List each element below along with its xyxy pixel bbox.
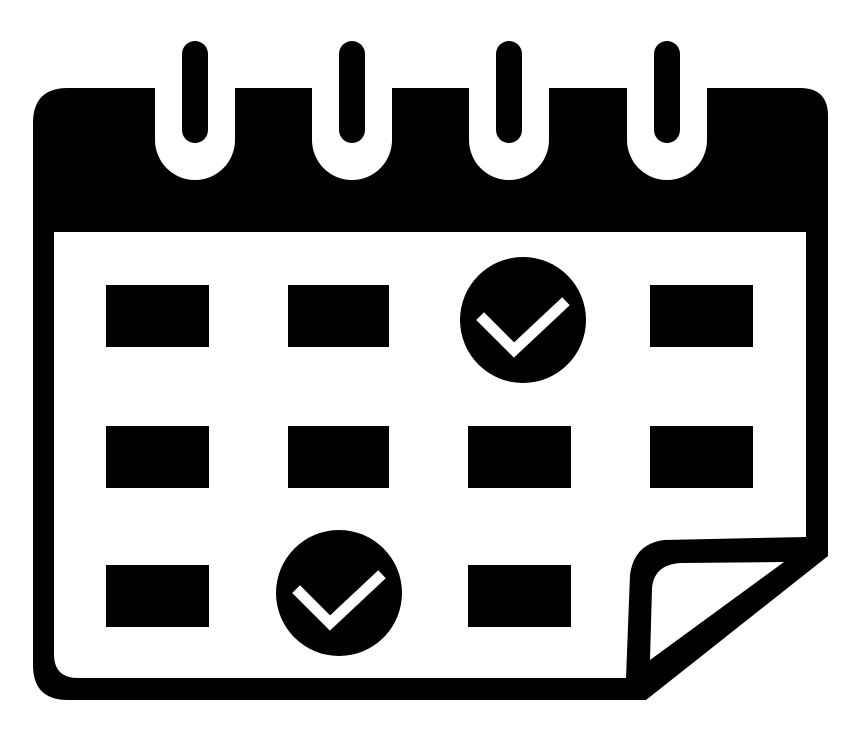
day-block-r2-c3	[468, 426, 571, 488]
day-block-r2-c2	[288, 426, 389, 488]
binding-ring-2	[312, 30, 392, 180]
day-block-r2-c4	[650, 426, 753, 488]
page-curl-fold	[650, 562, 784, 660]
day-block-r3-c1	[106, 565, 209, 627]
day-block-r3-c3	[468, 565, 571, 627]
day-block-r1-c2	[288, 285, 389, 347]
day-block-r1-c4	[650, 285, 753, 347]
binding-ring-1	[155, 30, 235, 180]
day-block-r2-c1	[106, 426, 209, 488]
binding-ring-4	[627, 30, 707, 180]
binding-rings	[155, 30, 707, 180]
calendar-page	[54, 232, 806, 678]
checkmark-circle-icon	[276, 530, 402, 656]
binding-ring-3	[469, 30, 549, 180]
day-block-r1-c1	[106, 285, 209, 347]
checkmark-circle-icon	[460, 257, 586, 383]
